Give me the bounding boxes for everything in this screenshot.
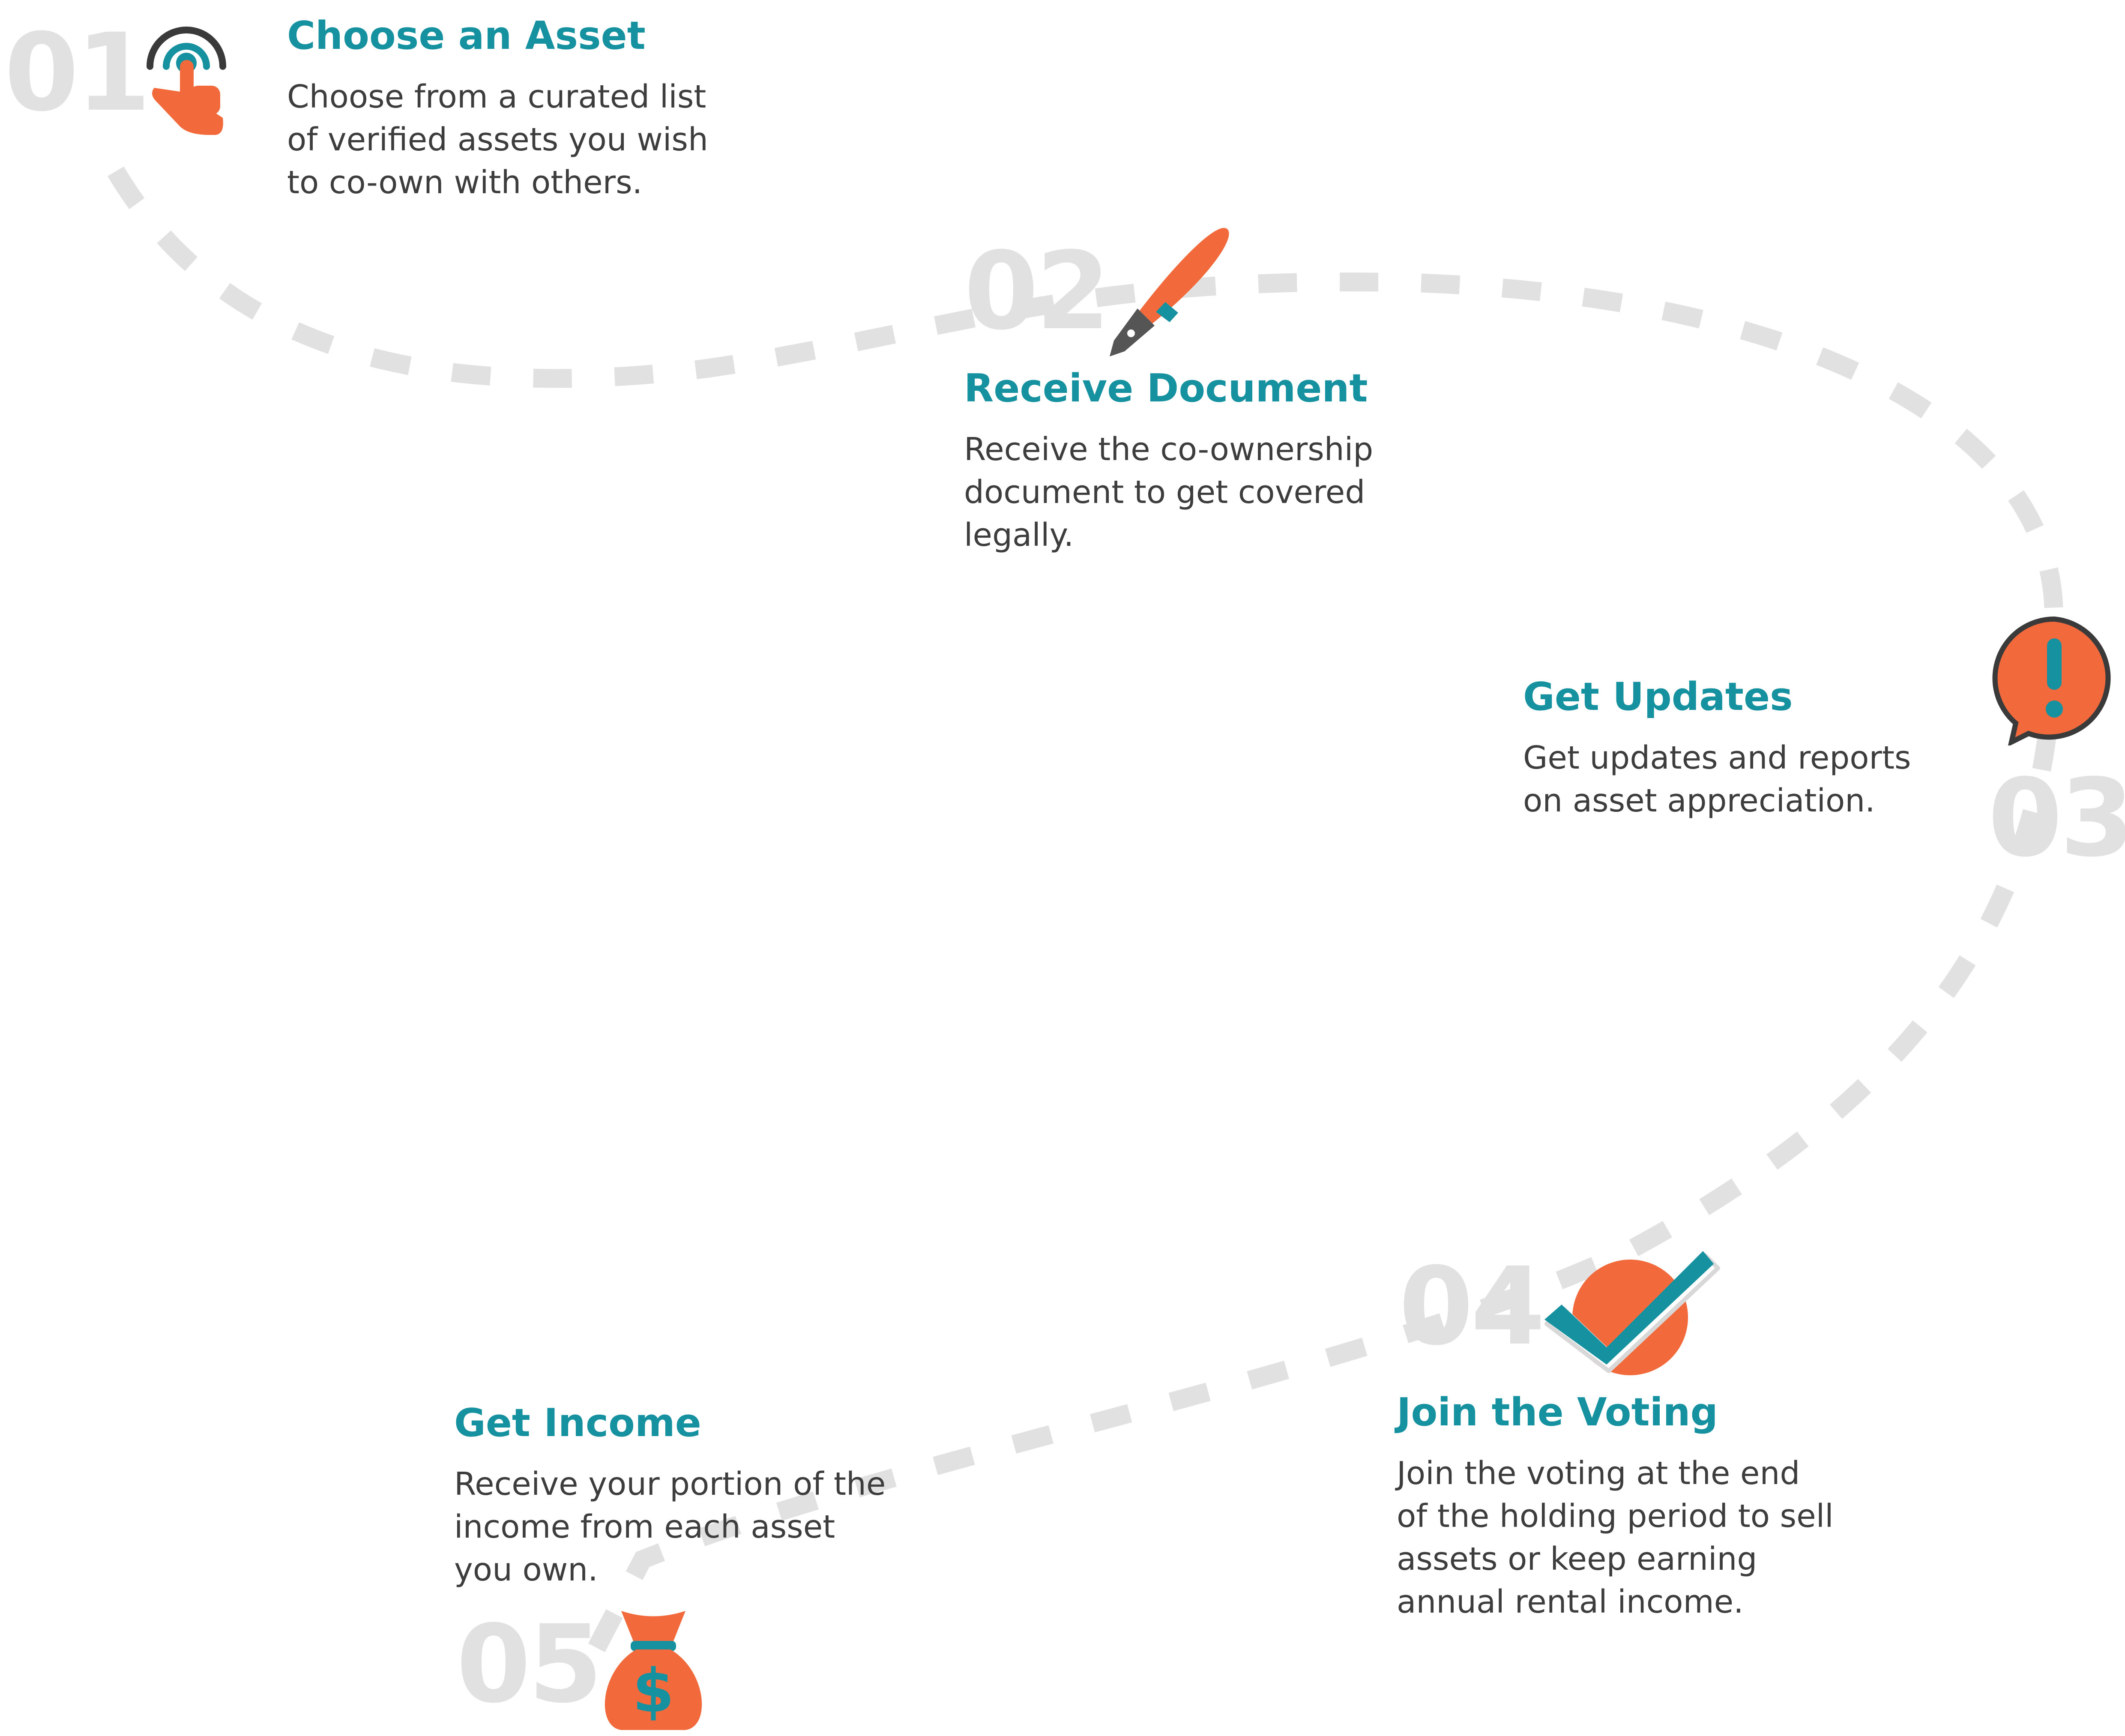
fountain-pen-icon — [1101, 223, 1238, 360]
svg-text:$: $ — [632, 1656, 674, 1726]
description-line: Receive the co-ownership — [964, 431, 1374, 468]
description-line: annual rental income. — [1397, 1583, 1744, 1620]
step-title: Choose an Asset — [287, 13, 646, 58]
step-number: 05 — [456, 1602, 603, 1727]
description-line: Join the voting at the end — [1397, 1455, 1800, 1492]
step-description: Receive the co-ownership document to get… — [964, 428, 1373, 557]
step-description: Choose from a curated list of verified a… — [287, 75, 708, 204]
description-line: assets or keep earning — [1397, 1540, 1757, 1577]
step-get-updates: Get Updates Get updates and reports on a… — [1523, 675, 1911, 822]
description-line: to co-own with others. — [287, 164, 643, 201]
description-line: document to get covered — [964, 473, 1365, 511]
step-description: Get updates and reports on asset appreci… — [1523, 736, 1911, 822]
money-bag-icon: $ — [591, 1602, 715, 1731]
step-number: 01 — [4, 10, 151, 135]
description-line: you own. — [454, 1551, 598, 1588]
description-line: legally. — [964, 516, 1074, 554]
step-title: Join the Voting — [1397, 1390, 1718, 1435]
description-line: of the holding period to sell — [1397, 1497, 1834, 1535]
touch-hand-icon — [137, 6, 236, 135]
alert-bubble-icon — [1988, 613, 2121, 745]
step-number: 02 — [964, 229, 1110, 353]
step-join-the-voting: Join the Voting Join the voting at the e… — [1397, 1390, 1834, 1623]
description-line: Receive your portion of the — [454, 1465, 886, 1503]
step-title: Get Income — [454, 1401, 701, 1446]
step-choose-an-asset: Choose an Asset Choose from a curated li… — [287, 14, 708, 204]
description-line: Get updates and reports — [1523, 739, 1911, 776]
step-number: 04 — [1399, 1244, 1545, 1369]
step-description: Receive your portion of the income from … — [454, 1463, 886, 1591]
step-title: Receive Document — [964, 366, 1368, 411]
step-title: Get Updates — [1523, 674, 1793, 719]
step-description: Join the voting at the end of the holdin… — [1397, 1452, 1834, 1623]
step-get-income: Get Income Receive your portion of the i… — [454, 1401, 886, 1591]
step-number: 03 — [1988, 756, 2125, 880]
description-line: of verified assets you wish — [287, 121, 708, 158]
description-line: on asset appreciation. — [1523, 782, 1875, 819]
description-line: income from each asset — [454, 1508, 835, 1545]
checkmark-icon — [1538, 1242, 1727, 1380]
description-line: Choose from a curated list — [287, 78, 706, 115]
step-receive-document: Receive Document Receive the co-ownershi… — [964, 366, 1373, 557]
